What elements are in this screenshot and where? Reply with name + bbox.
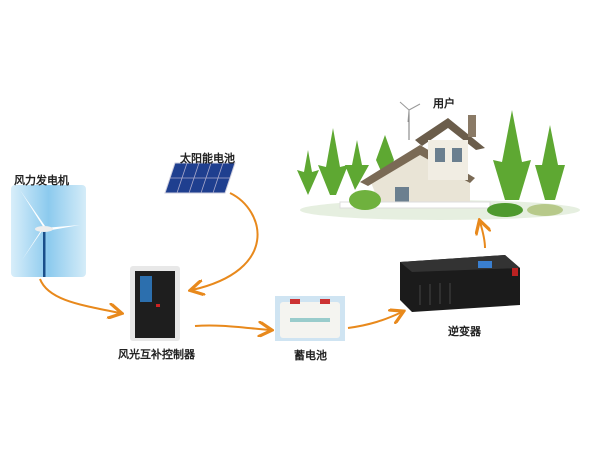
wind-turbine-label: 风力发电机 [14,174,69,187]
inverter-label: 逆变器 [448,325,481,338]
arrow-controller-to-battery [194,325,270,330]
house-image [297,101,580,220]
arrow-solar-to-controller [192,192,259,290]
controller-image [130,266,180,341]
inverter-image [400,255,520,312]
arrow-inverter-to-house [480,222,485,249]
wind-turbine-image [11,185,86,277]
user-label: 用户 [433,97,455,110]
battery-label: 蓄电池 [294,349,327,362]
solar-panel-label: 太阳能电池 [180,152,235,165]
arrow-wind-to-controller [39,278,120,313]
battery-image [275,296,345,341]
solar-panel-image [164,162,236,194]
controller-label: 风光互补控制器 [118,348,195,361]
arrow-battery-to-inverter [347,312,402,329]
